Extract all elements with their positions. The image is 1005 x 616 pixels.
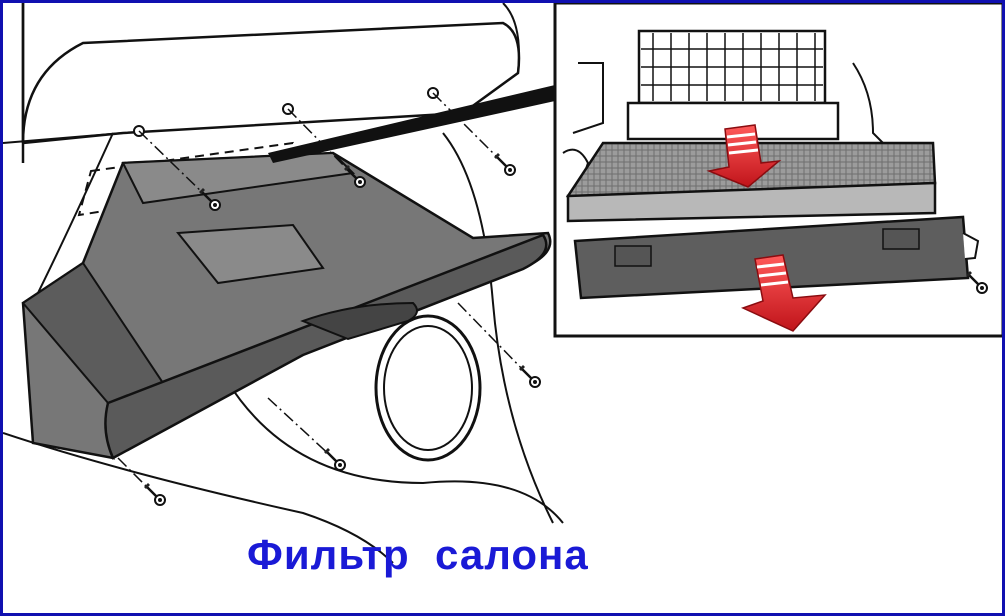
glovebox xyxy=(21,151,552,460)
removal-arrow-icon xyxy=(740,254,827,332)
blower-grid xyxy=(626,29,840,141)
screw-icon xyxy=(517,363,542,389)
round-vent xyxy=(374,314,482,462)
illustration xyxy=(3,3,1002,564)
dashboard-illustration xyxy=(3,3,564,564)
callout-pointer xyxy=(268,85,555,163)
screw-icon xyxy=(142,481,167,507)
removal-arrow-icon xyxy=(706,124,782,188)
inset-detail xyxy=(553,3,1002,338)
screw-icon xyxy=(492,151,517,177)
caption-title: Фильтр салона xyxy=(247,531,589,578)
